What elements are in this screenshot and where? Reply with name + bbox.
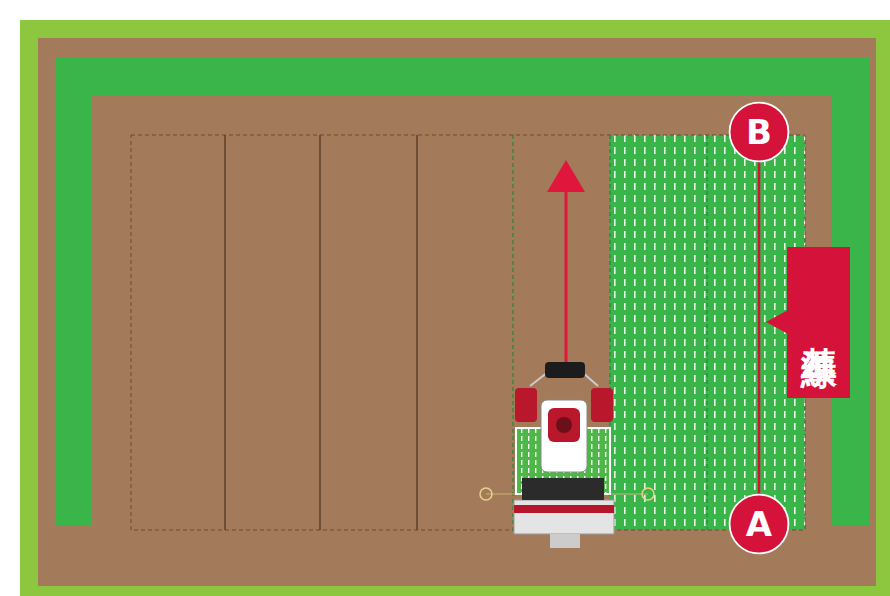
point-letter: B [746,115,772,149]
planting-unit [514,500,614,534]
marker-wheel [642,488,654,500]
work-lanes [131,135,805,530]
reference-line [758,162,761,494]
direction-arrow [547,160,585,370]
callout-label: 基準線 [787,247,850,398]
inner-soil [92,95,832,535]
feed-unit [522,478,604,500]
point-circle: A [729,494,789,554]
fender [591,388,613,422]
seat [556,417,572,433]
arrow-shaft [565,188,568,370]
marker-wheel [480,488,492,500]
planted-area [610,135,805,530]
body [541,400,587,472]
lane-outline [131,135,805,530]
lane-divider [224,135,226,530]
hood [548,408,580,442]
outer-grass [20,20,890,596]
rice-transplanter [480,362,654,548]
box-fill [787,247,850,398]
point-letter: A [746,507,772,541]
callout-pointer [766,309,790,335]
pointer-triangle [766,309,790,335]
lane-divider [319,135,321,530]
fender [515,388,537,422]
lane-divider [706,135,707,530]
seedling-rows [610,135,805,530]
point-circle: B [729,102,789,162]
planting-arms [514,505,614,513]
planted-strips [610,135,805,530]
front-weight [545,362,585,378]
lane-divider [512,135,513,530]
arrow-head [547,160,585,192]
lane-divider [416,135,418,530]
circle-fill [730,495,789,554]
field-soil [38,38,876,586]
circle-fill [730,103,789,162]
callout-text: 基準線 [801,317,837,329]
float [550,534,580,548]
